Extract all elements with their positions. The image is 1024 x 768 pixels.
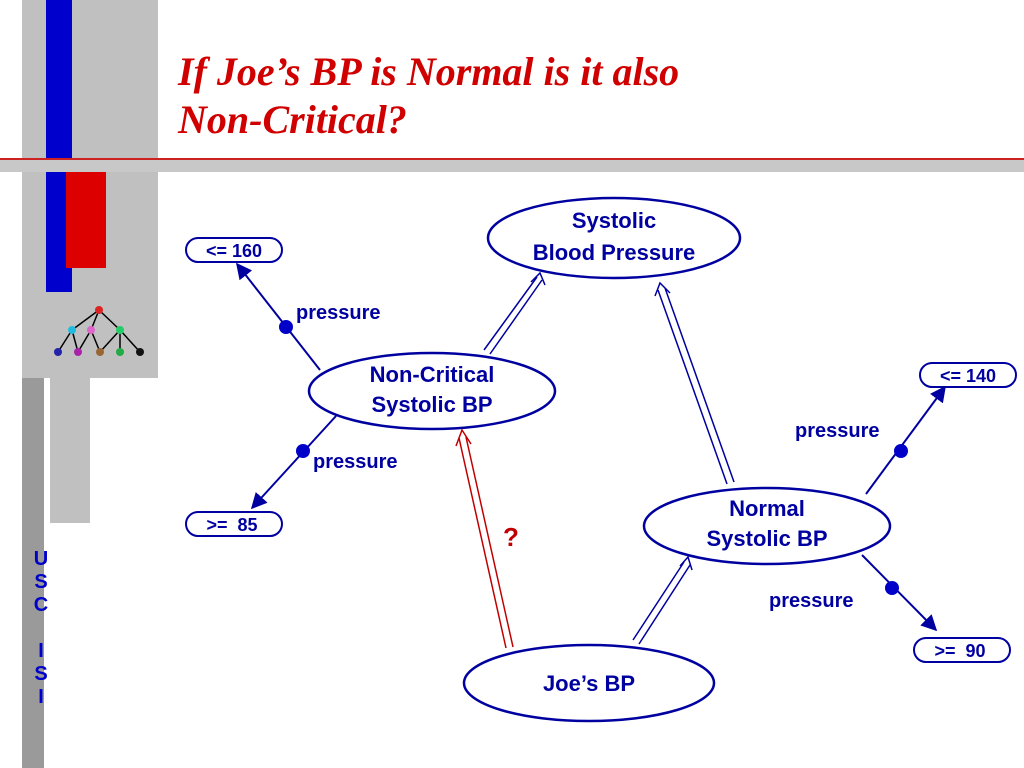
value-n-upper-text: <= 140: [940, 366, 996, 386]
node-noncritical-systolic-bp: Non-Critical Systolic BP: [307, 351, 557, 431]
role-label-nc-upper: pressure: [296, 302, 381, 324]
header-rule-shadow: [0, 158, 1024, 172]
question-mark: ?: [503, 522, 519, 552]
role-nc-upper-arrow: [236, 262, 321, 371]
role-label-n-lower: pressure: [769, 590, 854, 612]
value-nc-upper-text: <= 160: [206, 241, 262, 261]
sidebar-gray-left-strip: [22, 378, 44, 768]
edge-joes-to-normal: [632, 555, 693, 645]
sidebar-letter-i2: I: [38, 686, 44, 708]
tree-logo-icon: [54, 306, 144, 356]
edge-normal-to-systolic: [654, 281, 735, 485]
sidebar-letter-s: S: [34, 571, 48, 593]
node-normal-line-2: Systolic BP: [706, 526, 827, 551]
node-systolic-blood-pressure: Systolic Blood Pressure: [486, 196, 742, 280]
role-n-lower-arrow: [861, 554, 938, 632]
node-normal-systolic-bp: Normal Systolic BP: [642, 486, 892, 566]
slide-title-line-1: If Joe’s BP is Normal is it also: [178, 49, 680, 94]
sidebar-gray-strip: [50, 378, 90, 523]
sidebar-red-bar: [66, 172, 106, 268]
node-normal-line-1: Normal: [729, 496, 805, 521]
value-nc-upper: <= 160: [185, 237, 283, 263]
sidebar-letter-c: C: [33, 594, 49, 616]
role-nc-lower-arrow: [250, 415, 337, 510]
header-rule: [0, 158, 1024, 160]
slide-title: If Joe’s BP is Normal is it also Non-Cri…: [178, 48, 978, 144]
node-noncritical-line-2: Systolic BP: [371, 392, 492, 417]
usc-isi-label: U S C I S I: [30, 548, 52, 709]
edge-noncritical-to-systolic: [483, 271, 546, 355]
sidebar-letter-i: I: [38, 640, 44, 662]
slide-title-line-2: Non-Critical?: [178, 97, 407, 142]
node-systolic-line-1: Systolic: [572, 208, 656, 233]
edge-joes-to-noncritical-question: [455, 428, 514, 649]
value-nc-lower: >= 85: [185, 511, 283, 537]
role-n-upper-arrow: [865, 385, 946, 495]
value-n-lower-text: >= 90: [934, 641, 985, 661]
value-nc-lower-text: >= 85: [206, 515, 257, 535]
role-label-nc-lower: pressure: [313, 451, 398, 473]
value-n-lower: >= 90: [913, 637, 1011, 663]
value-n-upper: <= 140: [919, 362, 1017, 388]
sidebar-letter-s2: S: [34, 663, 48, 685]
node-noncritical-line-1: Non-Critical: [370, 362, 495, 387]
node-joes-label: Joe’s BP: [543, 671, 635, 696]
role-label-n-upper: pressure: [795, 420, 880, 442]
node-joes-bp: Joe’s BP: [462, 643, 716, 723]
node-systolic-line-2: Blood Pressure: [533, 240, 696, 265]
sidebar-letter-u: U: [33, 548, 49, 570]
